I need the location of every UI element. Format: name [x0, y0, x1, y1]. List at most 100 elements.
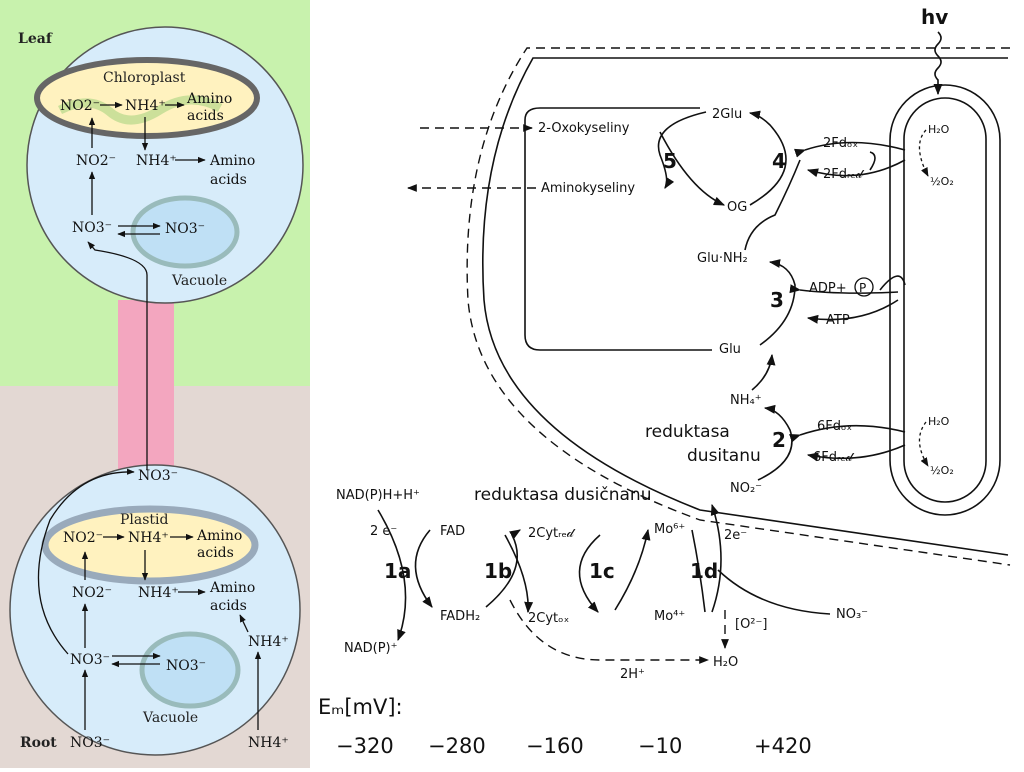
em-value-3: −160: [526, 734, 584, 758]
arc-1c-right: [614, 528, 651, 611]
step-3: 3: [770, 288, 784, 312]
arc-1b-right: [504, 534, 534, 614]
plastid-acids: acids: [197, 545, 234, 561]
nh4-to-glu-arrow: [751, 353, 776, 391]
root-nh4-right: NH4⁺: [248, 634, 289, 650]
thylakoid-outer: [889, 84, 1001, 516]
phosphate-circle: [854, 277, 874, 297]
fd-ox-arrow-2: [789, 424, 906, 443]
step-4: 4: [772, 149, 786, 173]
blank-box: [932, 706, 988, 768]
light-squiggle-arrow: [933, 31, 943, 96]
two-fdred-label: 2Fdᵣₑ𝒹: [823, 167, 865, 182]
step-1b: 1b: [484, 559, 512, 583]
arc-1c-left: [578, 534, 601, 613]
no3-label: NO₃⁻: [836, 607, 868, 622]
phosphate-label: P: [859, 281, 866, 295]
light-hv-label: hv: [921, 5, 948, 29]
root-label: Root: [20, 735, 57, 751]
em-value-5: +420: [754, 734, 812, 758]
og-label: OG: [727, 200, 747, 215]
leaf-acids: acids: [210, 172, 247, 188]
two-glu-label: 2Glu: [712, 107, 742, 122]
mo6-label: Mo⁶⁺: [654, 522, 685, 537]
nadph-label: NAD(P)H+H⁺: [336, 488, 420, 503]
cyt-red-label: 2Cytᵣₑ𝒹: [528, 526, 576, 541]
leaf-label: Leaf: [18, 31, 53, 47]
two-e-right: 2e⁻: [724, 528, 747, 543]
xylem-no3: NO3⁻: [138, 468, 178, 484]
glu-nh2-label: Glu·NH₂: [697, 251, 748, 266]
water-split-arrow-bottom: [918, 421, 929, 467]
o2-top: ½O₂: [930, 175, 954, 188]
step-1c: 1c: [589, 559, 615, 583]
fad-label: FAD: [440, 524, 465, 539]
root-acids: acids: [210, 598, 247, 614]
em-value-1: −320: [336, 734, 394, 758]
glu-label: Glu: [719, 342, 741, 357]
step-1a: 1a: [384, 559, 411, 583]
adp-in: [879, 275, 906, 291]
nitrate-reduction-diagram: hv H₂O ½O₂ H₂O ½O₂ 2-Oxokyseliny Aminoky…: [318, 5, 1011, 768]
no3-in-arc: [717, 569, 831, 615]
step-1d: 1d: [690, 559, 718, 583]
chloro-no2: NO2⁻: [60, 98, 100, 114]
atp-label: ATP: [826, 313, 850, 328]
root-vacuole-no3: NO3⁻: [166, 658, 206, 674]
root-vacuole-label: Vacuole: [142, 710, 198, 726]
cyt-ox-label: 2Cytₒₓ: [528, 611, 570, 626]
oxo-acids-label: 2-Oxokyseliny: [538, 121, 630, 136]
chloroplast-envelope-inner: [481, 57, 1009, 556]
plastid-nh4: NH4⁺: [128, 530, 169, 546]
root-no2: NO2⁻: [72, 585, 112, 601]
chloroplast-envelope-outer: [466, 47, 1011, 566]
root-vacuole: [139, 631, 241, 709]
plastid: [41, 505, 259, 585]
chloroplast: [34, 57, 260, 139]
plastid-label: Plastid: [120, 512, 169, 528]
root-amino: Amino: [209, 580, 255, 596]
xylem-transport-arrow: [87, 241, 148, 470]
h2o-label: H₂O: [713, 655, 738, 670]
soil-no3: NO3⁻: [70, 735, 110, 751]
em-value-4: −10: [638, 734, 682, 758]
plastid-no2: NO2⁻: [63, 530, 103, 546]
leaf-vacuole-label: Vacuole: [171, 273, 227, 289]
chloro-amino: Amino: [186, 91, 232, 107]
em-label: Eₘ[mV]:: [318, 695, 403, 719]
cycle5-left-arc: [657, 111, 707, 189]
o2-bottom: ½O₂: [930, 464, 954, 477]
h2o-top: H₂O: [928, 123, 950, 136]
root-arrow-no3-xylem: [37, 468, 135, 655]
step-2: 2: [772, 428, 786, 452]
leaf-amino: Amino: [209, 153, 255, 169]
nitrate-reduction-panel: hv H₂O ½O₂ H₂O ½O₂ 2-Oxokyseliny Aminoky…: [310, 0, 1024, 768]
leaf-vacuole-no3: NO3⁻: [165, 221, 205, 237]
two-h-label: 2H⁺: [620, 667, 645, 682]
glu-recycle-loop: [524, 107, 712, 351]
plant-nitrogen-diagram: Leaf Chloroplast NO2⁻ NH4⁺ Amino acids N…: [0, 0, 310, 768]
nh4-label: NH₄⁺: [730, 393, 762, 408]
glunh2-to-cycle4: [744, 159, 801, 251]
arc-1a-fad: [414, 529, 433, 608]
cycle5-og-arc: [659, 131, 726, 206]
step2-arc: [757, 404, 793, 481]
leaf-nh4: NH4⁺: [136, 153, 177, 169]
nadp-label: NAD(P)⁺: [344, 641, 397, 656]
water-split-arrow-top: [918, 129, 929, 177]
arc-1a-nadph: [377, 509, 407, 642]
atp-arrow: [806, 299, 899, 324]
nitrate-reductase-label: reduktasa dusičnanu: [474, 485, 651, 505]
chloro-nh4: NH4⁺: [125, 98, 166, 114]
arc-1d-left: [691, 529, 706, 613]
fd-red-arrow-4: [806, 159, 906, 178]
arc-1b-left: [485, 529, 521, 608]
thylakoid-stripes: [57, 95, 223, 125]
nitrite-reductase-label-2: dusitanu: [687, 446, 761, 466]
no2-label: NO₂⁻: [730, 481, 762, 496]
adp-label: ADP+: [809, 281, 847, 296]
root-no3: NO3⁻: [70, 652, 110, 668]
h2o-bottom: H₂O: [928, 415, 950, 428]
thylakoid-inner: [903, 97, 987, 503]
leaf-vacuole: [130, 195, 240, 269]
